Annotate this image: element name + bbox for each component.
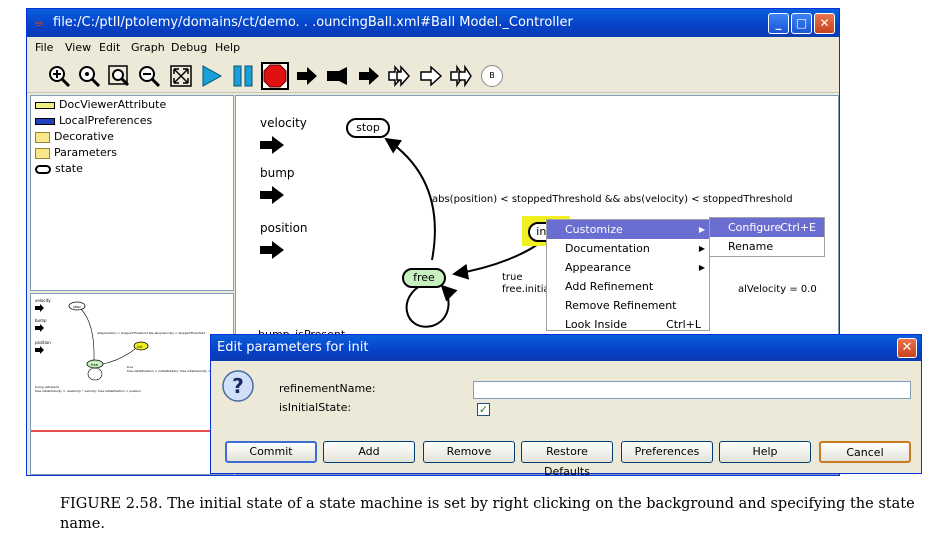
svg-text:stop: stop [73, 305, 81, 309]
svg-text:?: ? [232, 374, 244, 398]
dialog-titlebar[interactable]: Edit parameters for init ✕ [211, 335, 921, 361]
menu-help[interactable]: Help [215, 41, 241, 54]
restore-defaults-button[interactable]: Restore Defaults [521, 441, 613, 478]
menu-debug[interactable]: Debug [171, 41, 208, 54]
extra-icon[interactable]: B [481, 65, 503, 87]
figure-caption: FIGURE 2.58. The initial state of a stat… [60, 496, 915, 532]
menubar: File View Edit Graph Debug Help [27, 38, 839, 58]
tree-item-state[interactable]: state [35, 161, 83, 177]
step-outline-icon[interactable] [419, 64, 443, 88]
tree-item-parameters[interactable]: Parameters [35, 145, 117, 161]
svg-text:init: init [137, 345, 143, 349]
context-menu: Customize▶ Documentation▶ Appearance▶ Ad… [546, 219, 710, 331]
fullscreen-icon[interactable] [169, 64, 193, 88]
remove-button[interactable]: Remove [423, 441, 515, 463]
svg-text:abs(position) < stoppedThresho: abs(position) < stoppedThreshold && abs(… [97, 331, 205, 335]
commit-button[interactable]: Commit [225, 441, 317, 463]
library-tree: DocViewerAttribute LocalPreferences Deco… [30, 95, 234, 291]
window-titlebar[interactable]: ☕ file:/C:/ptII/ptolemy/domains/ct/demo.… [27, 9, 839, 37]
step-fwd-icon[interactable] [357, 64, 381, 88]
help-button[interactable]: Help [719, 441, 811, 463]
svg-text:velocity: velocity [35, 298, 51, 303]
dialog-title: Edit parameters for init [217, 340, 369, 355]
svg-text:free.initialPosition = initial: free.initialPosition = initialPosition; … [127, 369, 216, 373]
svg-text:true: true [127, 365, 133, 369]
transition-free-label: free.initial [502, 284, 553, 295]
isInitialState-checkbox[interactable]: ✓ [477, 403, 490, 416]
folder-icon [35, 131, 50, 143]
window-title: file:/C:/ptII/ptolemy/domains/ct/demo. .… [53, 15, 573, 30]
port-label-bump: bump [260, 166, 295, 180]
menu-item-customize[interactable]: Customize▶ [547, 220, 709, 239]
step-double-icon[interactable] [387, 64, 411, 88]
pause-icon[interactable] [231, 64, 255, 88]
question-icon: ? [222, 370, 254, 402]
svg-text:bump_isPresent: bump_isPresent [35, 385, 60, 389]
port-bump[interactable] [260, 186, 286, 204]
step-bar-icon[interactable] [325, 64, 349, 88]
svg-text:bump: bump [35, 318, 47, 323]
svg-text:position: position [35, 340, 51, 345]
tree-item-docviewer[interactable]: DocViewerAttribute [35, 97, 166, 113]
isInitialState-label: isInitialState: [279, 401, 352, 414]
add-button[interactable]: Add [323, 441, 415, 463]
preferences-button[interactable]: Preferences [621, 441, 713, 463]
tree-item-decorative[interactable]: Decorative [35, 129, 114, 145]
folder-icon [35, 147, 50, 159]
dialog-close-button[interactable]: ✕ [897, 338, 917, 358]
refinementName-input[interactable] [473, 381, 911, 399]
menu-graph[interactable]: Graph [131, 41, 165, 54]
menu-item-remove-refinement[interactable]: Remove Refinement [565, 299, 677, 312]
edit-parameters-dialog: Edit parameters for init ✕ ? refinementN… [210, 334, 922, 478]
port-label-position: position [260, 221, 308, 235]
toolbar: B [27, 59, 839, 93]
preferences-icon [35, 117, 55, 125]
java-icon: ☕ [33, 15, 45, 30]
port-label-velocity: velocity [260, 116, 307, 130]
menu-item-rename[interactable]: Rename [728, 240, 774, 253]
state-stop[interactable]: stop [346, 118, 390, 138]
menu-item-add-refinement[interactable]: Add Refinement [565, 280, 654, 293]
zoom-out-icon[interactable] [137, 64, 161, 88]
zoom-reset-icon[interactable] [77, 64, 101, 88]
close-button[interactable]: ✕ [814, 13, 835, 34]
cancel-button[interactable]: Cancel [819, 441, 911, 463]
main-window: ☕ file:/C:/ptII/ptolemy/domains/ct/demo.… [26, 8, 840, 476]
transition-velocity-label: alVelocity = 0.0 [738, 284, 817, 295]
zoom-in-icon[interactable] [47, 64, 71, 88]
guard-stop-label: abs(position) < stoppedThreshold && abs(… [432, 194, 793, 205]
port-position[interactable] [260, 241, 286, 259]
svg-text:free: free [91, 363, 98, 367]
step-icon[interactable] [295, 64, 319, 88]
menu-item-documentation[interactable]: Documentation▶ [547, 239, 709, 258]
graph-overview[interactable]: velocity bump position stop abs(position… [30, 293, 234, 475]
submenu-arrow-icon: ▶ [698, 263, 705, 272]
transition-true-label: true [502, 272, 523, 283]
doc-viewer-icon [35, 101, 55, 109]
minimize-button[interactable]: _ [768, 13, 789, 34]
run-icon[interactable] [199, 64, 223, 88]
svg-text:free.initialVelocity = -elasti: free.initialVelocity = -elasticity * vel… [35, 389, 141, 393]
state-icon [35, 164, 51, 174]
overview-thumbnail: velocity bump position stop abs(position… [31, 298, 233, 432]
step-double-outline-icon[interactable] [449, 64, 473, 88]
refinementName-label: refinementName: [279, 382, 376, 395]
tree-item-preferences[interactable]: LocalPreferences [35, 113, 152, 129]
submenu-arrow-icon: ▶ [698, 244, 705, 253]
menu-item-appearance[interactable]: Appearance▶ [547, 258, 709, 277]
stop-icon[interactable] [261, 62, 289, 90]
menu-file[interactable]: File [35, 41, 54, 54]
maximize-button[interactable]: □ [791, 13, 812, 34]
menu-view[interactable]: View [65, 41, 92, 54]
state-free[interactable]: free [402, 268, 446, 288]
submenu-arrow-icon: ▶ [698, 225, 705, 234]
menu-edit[interactable]: Edit [99, 41, 121, 54]
zoom-fit-icon[interactable] [107, 64, 131, 88]
port-velocity[interactable] [260, 136, 286, 154]
